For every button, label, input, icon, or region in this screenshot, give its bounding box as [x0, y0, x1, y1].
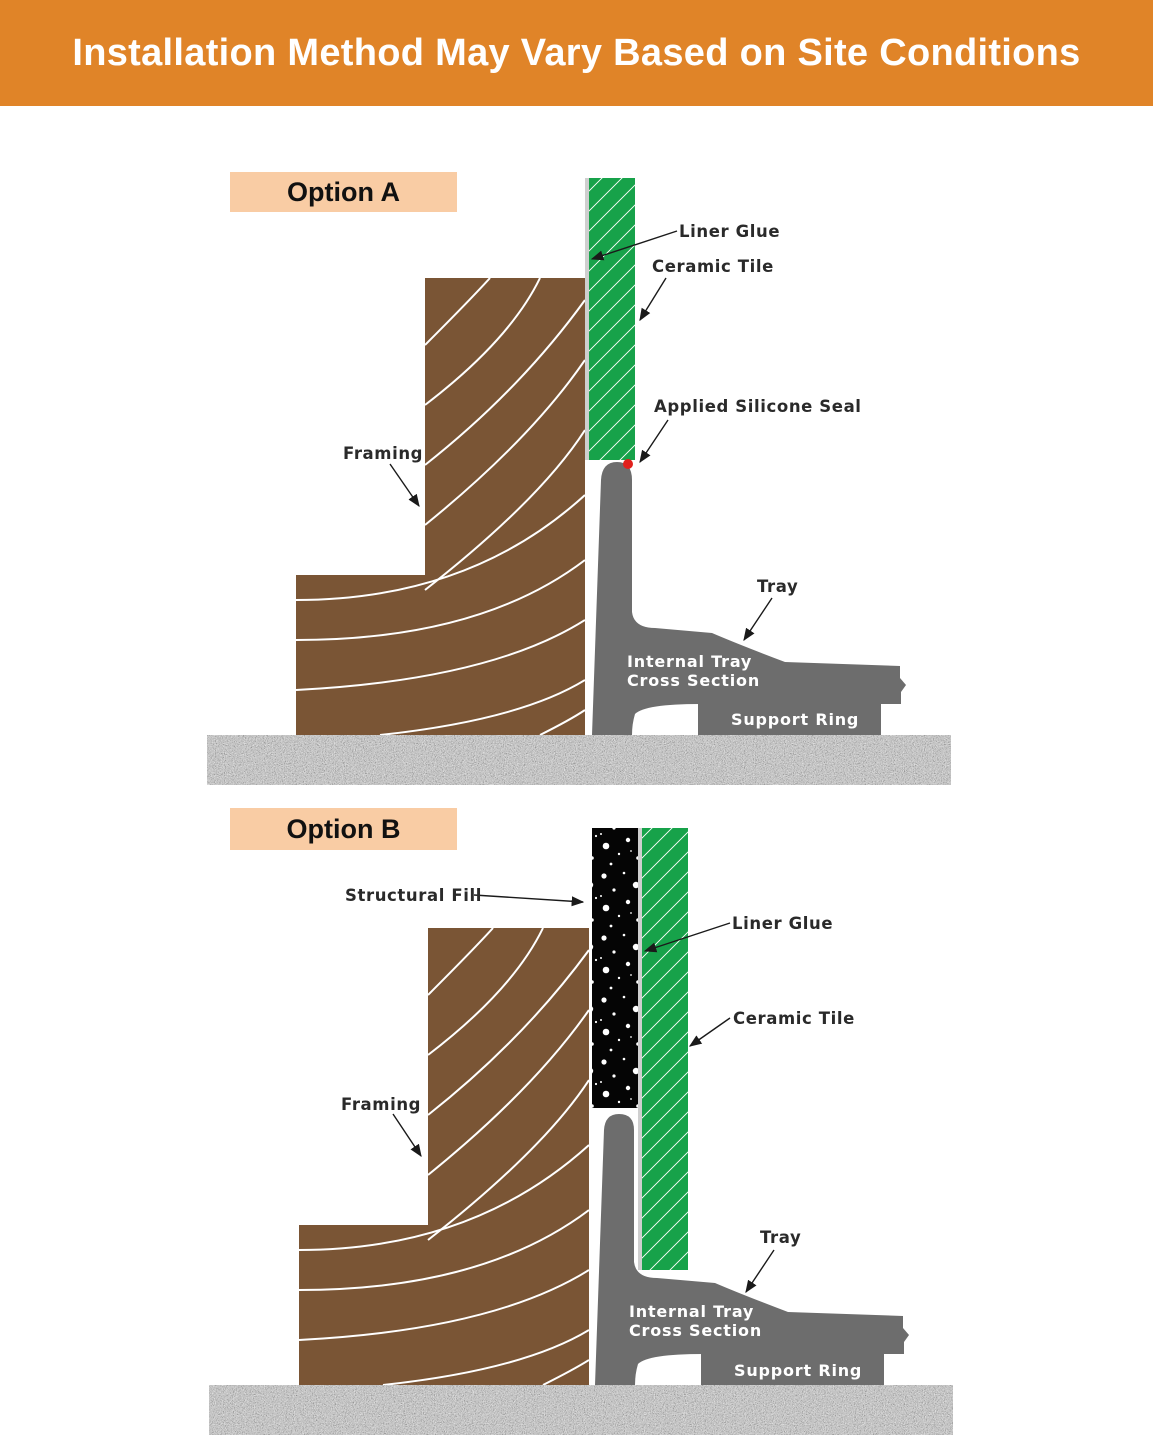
- callout-lines-b: [392, 894, 775, 1294]
- floor-slab-a: [207, 735, 951, 785]
- option-a-section: Liner Glue Ceramic Tile Applied Silicone…: [207, 178, 951, 785]
- label-support-ring-b: Support Ring: [734, 1361, 862, 1380]
- label-silicone-seal-a: Applied Silicone Seal: [654, 397, 862, 416]
- label-tray-section-a-2: Cross Section: [627, 671, 760, 690]
- page-title: Installation Method May Vary Based on Si…: [72, 31, 1081, 74]
- option-b-section: Structural Fill Liner Glue Ceramic Tile …: [209, 828, 953, 1435]
- label-ceramic-tile-a: Ceramic Tile: [652, 257, 774, 276]
- framing-a: [296, 278, 585, 735]
- structural-fill-b: [592, 828, 638, 1108]
- label-tray-section-b-1: Internal Tray: [629, 1302, 754, 1321]
- callout-lines-a: [389, 230, 773, 642]
- liner-glue-strip-b: [638, 828, 642, 1270]
- label-tray-b: Tray: [760, 1228, 801, 1247]
- ceramic-tile-b: [642, 828, 688, 1270]
- label-framing-a: Framing: [343, 444, 423, 463]
- label-tray-section-a-1: Internal Tray: [627, 652, 752, 671]
- option-b-label: Option B: [230, 808, 457, 850]
- tray-b: [595, 1114, 909, 1385]
- framing-b: [299, 928, 589, 1385]
- floor-slab-b: [209, 1385, 953, 1435]
- option-a-label: Option A: [230, 172, 457, 212]
- silicone-seal-dot-a: [623, 459, 633, 469]
- header-banner: Installation Method May Vary Based on Si…: [0, 0, 1153, 106]
- support-ring-b: [701, 1354, 884, 1385]
- label-liner-glue-a: Liner Glue: [679, 222, 780, 241]
- label-liner-glue-b: Liner Glue: [732, 914, 833, 933]
- label-structural-fill-b: Structural Fill: [345, 886, 482, 905]
- label-support-ring-a: Support Ring: [731, 710, 859, 729]
- label-framing-b: Framing: [341, 1095, 421, 1114]
- label-tray-a: Tray: [757, 577, 798, 596]
- liner-glue-strip-a: [585, 178, 589, 460]
- ceramic-tile-a: [589, 178, 635, 460]
- tray-a: [592, 462, 906, 735]
- label-ceramic-tile-b: Ceramic Tile: [733, 1009, 855, 1028]
- label-tray-section-b-2: Cross Section: [629, 1321, 762, 1340]
- support-ring-a: [698, 704, 881, 735]
